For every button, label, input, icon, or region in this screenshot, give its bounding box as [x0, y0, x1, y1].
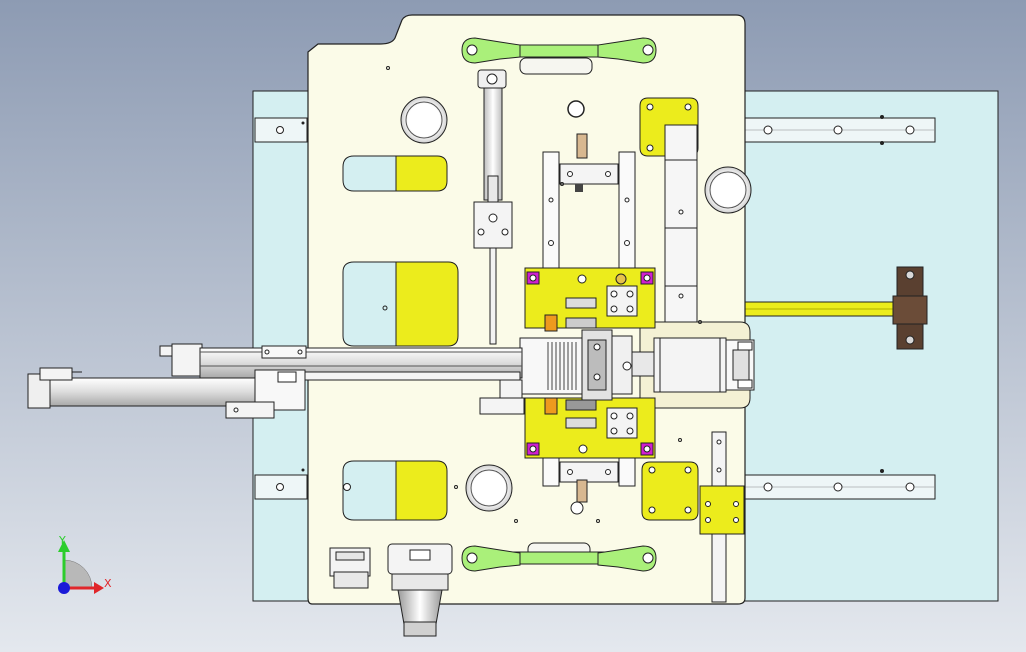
- guide-rail-bottom-right: [744, 469, 936, 500]
- central-fixture: [519, 329, 657, 401]
- bottom-connector-center: [387, 543, 453, 637]
- right-clamp-column: [639, 97, 699, 338]
- bottom-handle[interactable]: [461, 542, 657, 572]
- clamp-block-lower: [524, 397, 656, 459]
- top-handle[interactable]: [461, 37, 657, 75]
- plate-holes: [386, 66, 702, 523]
- bottom-right-clamp: [641, 431, 745, 603]
- guide-rail-top-right: [744, 115, 936, 145]
- right-cylinder: [653, 337, 755, 393]
- pocket-slot-3: [342, 460, 448, 521]
- right-rod-assembly: [744, 266, 928, 350]
- triad-y-label: Y: [58, 534, 66, 547]
- guide-rail-bottom-left: [254, 468, 308, 500]
- left-cylinder: [27, 343, 525, 419]
- vertical-cylinder: [473, 69, 513, 345]
- pocket-slot-2: [342, 261, 459, 347]
- locating-hole-top-left: [400, 96, 448, 144]
- bottom-connector-left: [329, 547, 371, 589]
- guide-rail-top-left: [254, 117, 308, 143]
- coordinate-triad: Y X: [58, 534, 112, 594]
- slider-rails-upper: [542, 133, 636, 273]
- locating-hole-top: [567, 100, 585, 118]
- triad-x-label: X: [104, 577, 112, 590]
- pocket-slot-1: [342, 155, 448, 192]
- locating-hole-bottom: [465, 464, 513, 512]
- clamp-block-upper: [524, 267, 656, 332]
- locating-hole-right: [704, 166, 752, 214]
